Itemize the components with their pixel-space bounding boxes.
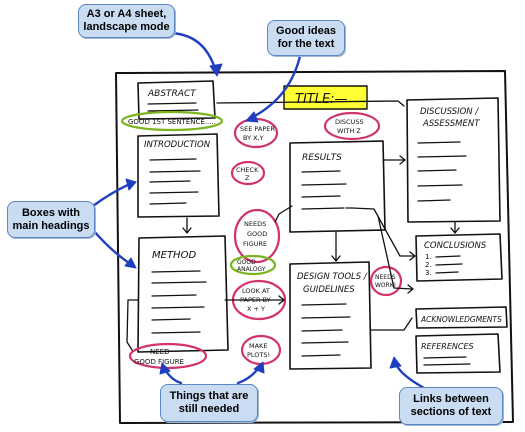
needs-figure-ring — [233, 208, 281, 264]
design-tools-heading-2: GUIDELINES — [303, 285, 355, 295]
check-z-note-2: Z — [245, 174, 250, 182]
discussion-box — [406, 97, 501, 223]
method-lines — [151, 270, 207, 334]
method-box — [137, 235, 229, 353]
callout-sheet: A3 or A4 sheet, landscape mode — [78, 4, 175, 38]
see-paper-note-2: BY X,Y — [243, 134, 264, 142]
callout-arrows — [91, 31, 426, 390]
conclusion-item-2: 2. — [425, 261, 432, 269]
results-lines — [301, 170, 353, 210]
callout-boxes: Boxes with main headings — [7, 201, 95, 238]
look-paper-note-1: LOOK AT — [242, 287, 270, 295]
title-highlight — [283, 85, 368, 110]
abstract-lines — [147, 102, 199, 112]
conclusions-heading: CONCLUSIONS — [424, 241, 487, 251]
discuss-note-2: WITH Z — [337, 127, 361, 135]
needs-work-note-1: NEEDS — [375, 274, 396, 281]
conclusion-item-3: 3. — [425, 269, 432, 277]
design-tools-lines — [301, 303, 351, 357]
section-links — [126, 100, 460, 351]
good-analogy-note-2: ANALOGY — [237, 266, 266, 273]
introduction-lines — [149, 158, 201, 205]
discuss-ring — [323, 111, 381, 141]
introduction-heading: INTRODUCTION — [144, 140, 211, 150]
results-heading: RESULTS — [302, 153, 342, 163]
design-tools-heading-1: DESIGN TOOLS / — [297, 272, 368, 282]
see-paper-note-1: SEE PAPER — [240, 125, 275, 133]
references-box — [415, 333, 501, 374]
needs-work-note-2: WORK! — [375, 282, 396, 289]
design-tools-box — [289, 261, 372, 370]
method-heading: METHOD — [152, 250, 196, 261]
check-z-ring — [230, 160, 266, 186]
see-paper-ring — [233, 117, 279, 149]
look-paper-note-3: X + Y — [247, 305, 265, 313]
abstract-box — [137, 80, 216, 120]
discussion-heading-1: DISCUSSION / — [420, 107, 479, 117]
intro-method-arrow — [182, 217, 192, 234]
need-good-figure-note-2: GOOD FIGURE — [134, 358, 184, 366]
callout-links: Links between sections of text — [399, 387, 503, 425]
good-analogy-note-1: GOOD — [237, 259, 256, 266]
good-sentence-ring — [120, 110, 224, 132]
make-plots-ring — [240, 334, 282, 366]
discuss-note-1: DISCUSS — [335, 118, 364, 126]
needs-work-ring — [369, 265, 403, 297]
conclusion-item-1: 1. — [425, 253, 432, 261]
conclusions-box — [415, 233, 503, 282]
introduction-box — [137, 133, 220, 218]
abstract-heading: ABSTRACT — [147, 89, 197, 99]
needs-figure-note-3: FIGURE — [243, 240, 267, 248]
need-good-figure-note-1: NEED — [150, 348, 169, 356]
needs-figure-note-2: GOOD — [247, 230, 267, 238]
discussion-heading-2: ASSESSMENT — [422, 119, 480, 129]
needs-figure-note-1: NEEDS — [244, 220, 266, 228]
references-lines — [423, 356, 471, 366]
need-good-figure-ring — [128, 342, 208, 370]
make-plots-note-2: PLOTS! — [247, 351, 270, 359]
check-z-note-1: CHECK — [236, 166, 259, 174]
make-plots-note-1: MAKE — [249, 342, 267, 350]
callout-ideas: Good ideas for the text — [267, 20, 345, 56]
discussion-lines — [417, 141, 467, 202]
acknowledgments-heading: ACKNOWLEDGMENTS — [420, 315, 502, 324]
acknowledgments-box — [415, 306, 508, 329]
conclusion-lines — [435, 255, 463, 274]
references-heading: REFERENCES — [421, 342, 474, 351]
title-label: TITLE:— — [295, 92, 348, 107]
sheet-outline — [115, 70, 514, 424]
good-analogy-ring — [229, 254, 277, 276]
callout-needed: Things that are still needed — [160, 384, 258, 422]
good-sentence-note: GOOD 1ST SENTENCE..... — [128, 118, 216, 126]
